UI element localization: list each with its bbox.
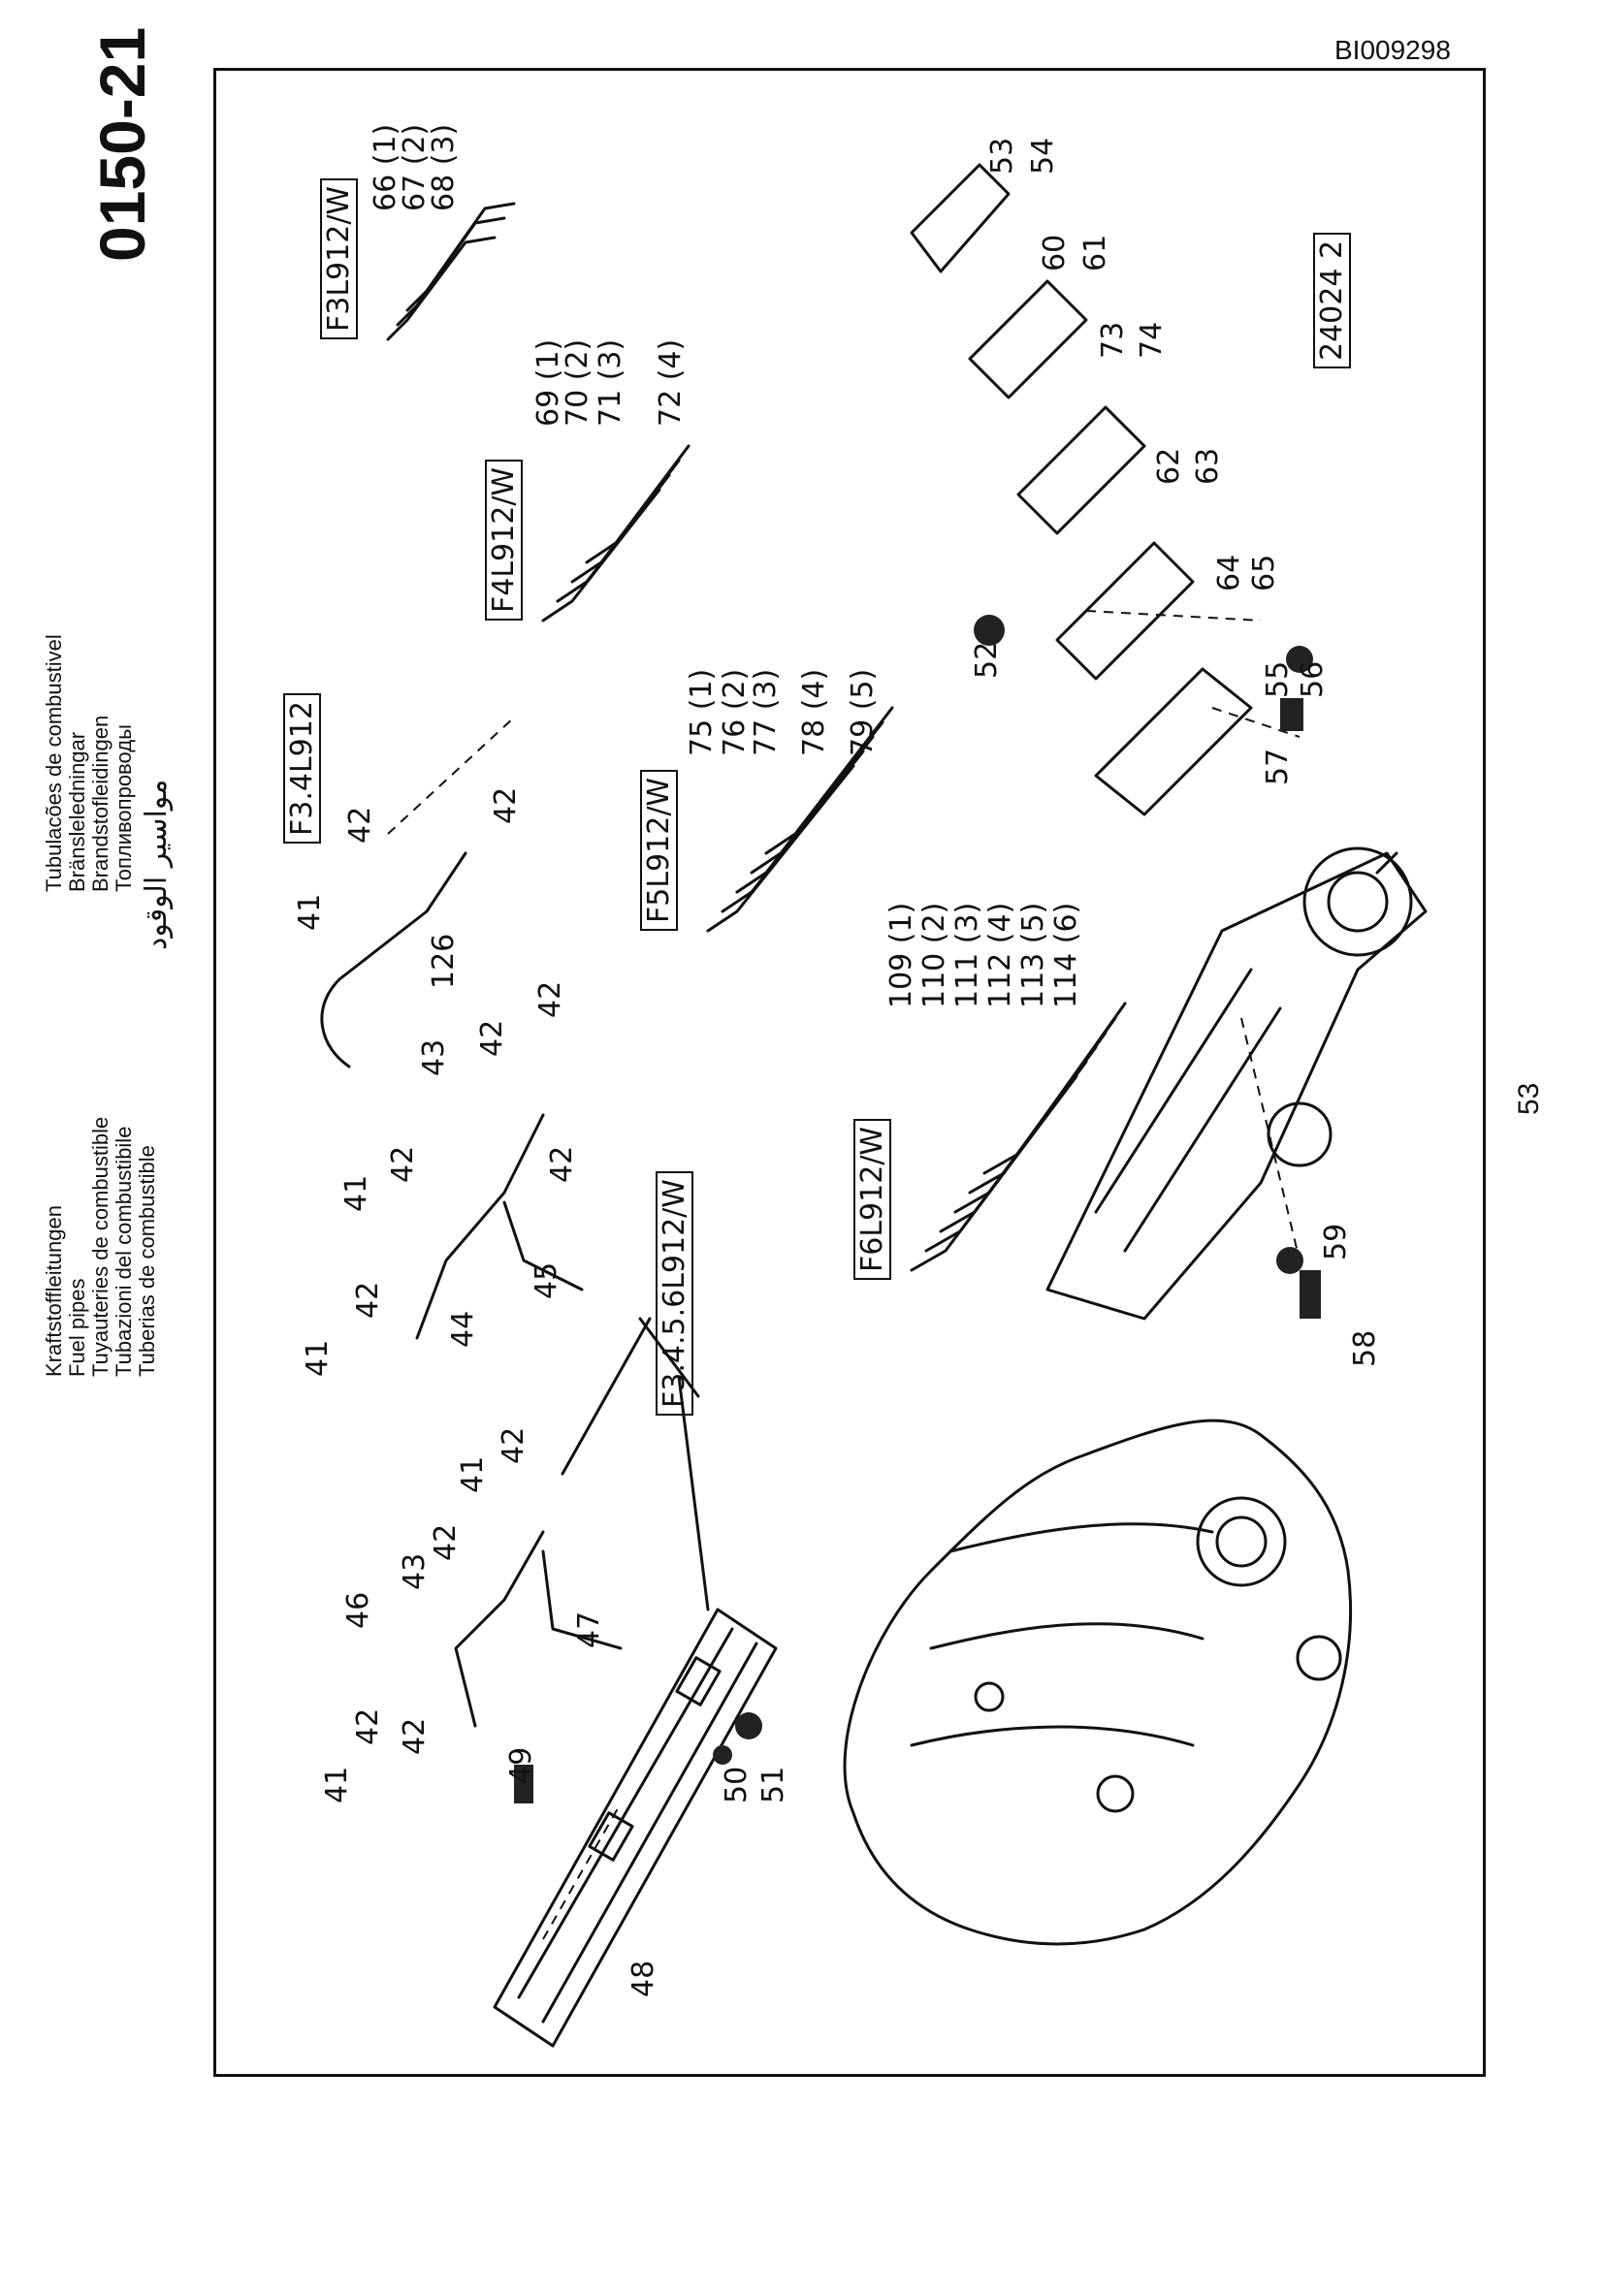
pipe-brackets-drawing — [910, 163, 1253, 816]
pipes-f6w-drawing — [910, 1002, 1127, 1272]
callout-42: 42 — [343, 806, 377, 844]
callout-111: 111 (3) — [950, 902, 984, 1008]
callout-41: 41 — [456, 1455, 490, 1493]
callout-126: 126 — [427, 933, 461, 989]
callout-76: 76 (2) — [718, 668, 752, 756]
callout-109: 109 (1) — [884, 902, 918, 1008]
callout-41: 41 — [301, 1339, 335, 1377]
callout-70: 70 (2) — [561, 338, 594, 427]
label-f4-l912w: F4L912/W — [485, 459, 523, 621]
callout-55: 55 — [1261, 660, 1295, 698]
callout-58: 58 — [1348, 1329, 1382, 1367]
callout-42: 42 — [386, 1145, 420, 1183]
callout-68: 68 (3) — [427, 123, 461, 211]
pipes-f3w-drawing — [386, 202, 516, 341]
callout-47: 47 — [572, 1610, 606, 1648]
callout-50: 50 — [720, 1766, 754, 1803]
callout-54: 54 — [1026, 137, 1060, 175]
callout-41: 41 — [339, 1174, 373, 1212]
callout-62: 62 — [1152, 447, 1186, 485]
injection-pump-drawing — [1045, 851, 1428, 1321]
document-id: BI009298 — [1334, 35, 1451, 65]
callout-78: 78 (4) — [797, 668, 831, 756]
callout-63: 63 — [1191, 447, 1225, 485]
label-f6-l912w: F6L912/W — [853, 1118, 891, 1280]
callout-56: 56 — [1296, 660, 1330, 698]
callout-52: 52 — [970, 641, 1004, 679]
callout-42: 42 — [398, 1717, 432, 1755]
callout-41: 41 — [293, 893, 327, 931]
pipes-f5w-drawing — [706, 706, 894, 933]
callout-42: 42 — [545, 1145, 579, 1183]
label-ref-24024: 24024 2 — [1313, 232, 1351, 368]
callout-75: 75 (1) — [685, 668, 719, 756]
callout-46: 46 — [341, 1591, 375, 1629]
callout-49: 49 — [504, 1746, 538, 1784]
callout-110: 110 (2) — [917, 902, 951, 1008]
drawing-frame — [213, 68, 1486, 2077]
label-f5-l912w: F5L912/W — [640, 769, 678, 931]
engine-block-drawing — [843, 1419, 1353, 1946]
callout-74: 74 — [1135, 321, 1169, 359]
callout-57: 57 — [1261, 748, 1295, 785]
callout-43: 43 — [398, 1552, 432, 1590]
callout-61: 61 — [1078, 234, 1112, 271]
callout-113: 113 (5) — [1016, 902, 1050, 1008]
callout-42: 42 — [475, 1019, 509, 1057]
label-f3456-l912w: F3.4.5.6L912/W — [656, 1171, 693, 1416]
callout-42: 42 — [429, 1523, 463, 1561]
cylinder-cover-drawing — [493, 1608, 778, 2048]
callout-43: 43 — [417, 1038, 451, 1076]
return-pipes-drawing — [415, 1113, 623, 1728]
pipes-f4w-drawing — [541, 444, 691, 622]
callout-79: 79 (5) — [846, 668, 880, 756]
callout-73: 73 — [1096, 321, 1130, 359]
callout-42: 42 — [489, 786, 523, 824]
callout-59: 59 — [1319, 1223, 1353, 1260]
callout-64: 64 — [1212, 554, 1246, 591]
callout-51: 51 — [756, 1766, 790, 1803]
callout-48: 48 — [626, 1960, 660, 1997]
callout-112: 112 (4) — [983, 902, 1017, 1008]
callout-42: 42 — [351, 1707, 385, 1745]
callout-42: 42 — [351, 1281, 385, 1319]
callout-60: 60 — [1038, 234, 1072, 271]
callout-65: 65 — [1247, 554, 1281, 591]
label-f34-l912: F3.4L912 — [283, 693, 321, 844]
pipe-126-drawing — [320, 851, 467, 1068]
callout-72: 72 (4) — [654, 338, 688, 427]
callout-114: 114 (6) — [1049, 902, 1083, 1008]
label-f3-l912w: F3L912/W — [320, 177, 358, 339]
callout-42: 42 — [533, 980, 567, 1018]
callout-53: 53 — [985, 137, 1019, 175]
callout-42: 42 — [497, 1426, 530, 1464]
callout-45: 45 — [530, 1261, 563, 1299]
callout-41: 41 — [320, 1766, 354, 1803]
callout-77: 77 (3) — [749, 668, 783, 756]
callout-71: 71 (3) — [594, 338, 627, 427]
callout-44: 44 — [446, 1310, 480, 1348]
